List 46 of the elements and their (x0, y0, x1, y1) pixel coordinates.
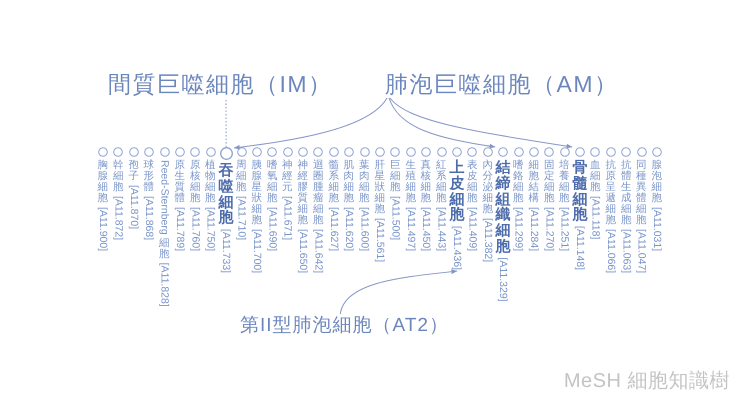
term-text: 髓系細胞 [A11.627] (328, 160, 340, 252)
term-text: 血細胞 [A11.118] (589, 160, 602, 240)
term-text: 同種異體細胞 [A11.047] (636, 160, 648, 274)
term-text: 肝星狀細胞 [A11.561] (374, 160, 386, 262)
term-text: 真核細胞 [A11.450] (420, 160, 432, 252)
term-text: 吞噬細胞 [A11.733] (218, 163, 234, 274)
term-text: 周細胞 [A11.710] (236, 160, 248, 240)
term-text: 腺泡細胞 [A11.031] (651, 160, 664, 252)
term-text: 細胞結構 [A11.284] (528, 160, 540, 252)
term-text: 表皮細胞 [A11.409] (466, 160, 478, 252)
term-text: 嗜鉻細胞 [A11.299] (512, 160, 525, 252)
term-text: 固定細胞 [A11.270] (543, 160, 556, 252)
term-text: 胸腺細胞 [A11.900] (97, 160, 109, 252)
footer-text: MeSH 細胞知識樹 (564, 369, 730, 394)
term-text: 生殖細胞 [A11.497] (404, 160, 417, 252)
term-text: 上皮細胞 [A11.436] (448, 160, 465, 270)
term-text: 原生質體 [A11.789] (174, 160, 186, 252)
term-text: 幹細胞 [A11.872] (112, 160, 124, 240)
heading-text: 第II型肺泡細胞（AT2） (240, 314, 449, 338)
dotted-line (226, 100, 227, 148)
term-text: 神經元 [A11.671] (282, 160, 294, 240)
term-text: 胰腺星狀細胞 [A11.700] (250, 160, 263, 274)
term-text: 球形體 [A11.868] (143, 160, 156, 240)
term-text: 神經膠質細胞 [A11.650] (297, 160, 310, 274)
arrow (388, 98, 496, 148)
term-text: 迴圈腫瘤細胞 [A11.642] (312, 160, 324, 274)
term-text: 植物細胞 [A11.750] (204, 160, 217, 252)
term-text: 巨細胞 [A11.500] (389, 160, 402, 240)
term-text: 內分泌細胞 [A11.382] (482, 160, 494, 262)
arrow (340, 269, 458, 314)
term-text: 培養細胞 [A11.251] (558, 160, 571, 252)
term-text: 嗜氧細胞 [A11.690] (266, 160, 278, 252)
term-text: 孢子 [A11.870] (128, 160, 140, 230)
term-text: 抗原呈遞細胞 [A11.066] (604, 160, 617, 274)
term-text: 結締組織細胞 [A11.329] (495, 160, 512, 302)
term-text: 骨髓細胞 [A11.148] (572, 160, 588, 270)
term-text: 抗體生成細胞 [A11.063] (620, 160, 632, 274)
heading-text: 間質巨噬細胞（IM） (108, 70, 333, 98)
arrow (390, 98, 573, 148)
term-text: 葉肉細胞 [A11.600] (358, 160, 371, 252)
term-text: 原核細胞 [A11.760] (189, 160, 202, 252)
term-text: Reed-Sternberg 細胞 [A11.828] (158, 160, 171, 307)
term-text: 肌肉細胞 [A11.620] (343, 160, 356, 252)
arrow (234, 98, 388, 150)
term-text: 紅系細胞 [A11.443] (436, 160, 448, 252)
heading-text: 肺泡巨噬細胞（AM） (385, 70, 618, 98)
